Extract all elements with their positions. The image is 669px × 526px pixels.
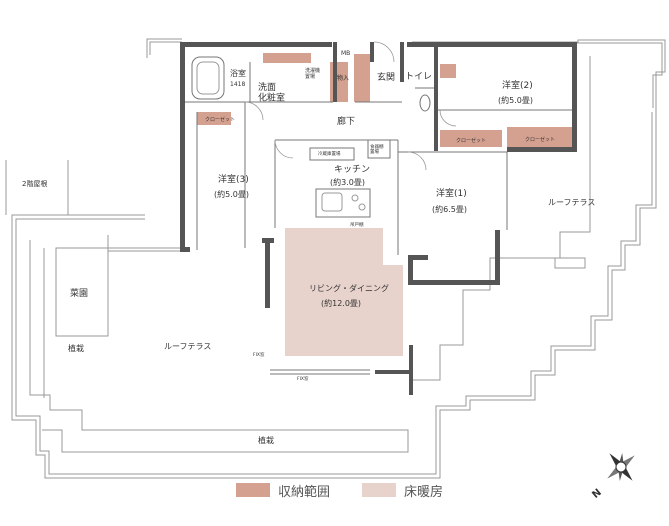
closet-label-room2: クローゼット	[525, 136, 555, 143]
interior-lines	[185, 62, 572, 375]
cabinet-label: 吊戸棚	[350, 221, 364, 228]
legend-storage-label: 収納範囲	[278, 484, 331, 500]
sash-label-bottom: FIX窓	[297, 375, 309, 382]
legend-floor-heating-label: 床暖房	[404, 484, 444, 500]
closet-label-room1: クローゼット	[456, 137, 486, 144]
legend-storage-swatch	[236, 483, 270, 497]
legend-floor-heating-swatch	[362, 483, 396, 497]
floor-heating-area	[285, 228, 383, 356]
vegetable-garden-label: 菜園	[70, 287, 88, 299]
washroom-label: 洗面化粧室	[258, 81, 285, 103]
bathtub-inner	[196, 61, 220, 95]
room3-size: (約5.0畳)	[214, 189, 249, 199]
terrace-step	[554, 257, 586, 269]
terrace-inner	[29, 56, 591, 398]
second-floor-roof-label: 2階屋根	[22, 179, 47, 188]
planting-bottom-label: 植栽	[258, 435, 274, 445]
toilet-label: トイレ	[405, 72, 432, 82]
floor-heating-area-ext	[383, 265, 403, 356]
sink-icon	[321, 192, 343, 212]
toilet-icon	[419, 94, 431, 112]
sash-label-left: FIX窓	[253, 351, 265, 358]
bath-label: 浴室	[230, 68, 246, 78]
walls	[180, 42, 577, 395]
compass-north-label: N	[590, 487, 603, 501]
stove-icon	[351, 194, 359, 202]
hallway-label: 廊下	[337, 115, 355, 127]
pantry-label: 冷蔵庫置場	[318, 150, 341, 157]
second-floor-roof	[5, 160, 69, 215]
living-size: (約12.0畳)	[321, 298, 361, 308]
kitchen-size: (約3.0畳)	[330, 177, 365, 187]
shoe-closet-label: 物入	[337, 74, 349, 82]
closet-label-room3: クローゼット	[205, 116, 235, 123]
vegetable-garden	[55, 247, 109, 337]
room1-label: 洋室(1)	[436, 187, 467, 199]
storage-shelf	[367, 139, 391, 159]
bath-size-label: 1418	[230, 81, 245, 88]
living-label: リビング・ダイニング	[309, 283, 389, 293]
roof-terrace-left-label: ルーフテラス	[164, 342, 211, 351]
roof-terrace-right-label: ルーフテラス	[548, 198, 595, 207]
storage-label: 食器棚置場	[370, 143, 384, 155]
room2-label: 洋室(2)	[502, 79, 533, 91]
compass-icon	[607, 453, 635, 481]
room2-size: (約5.0畳)	[498, 95, 533, 105]
pantry-shelf	[309, 147, 355, 161]
door-arcs	[244, 41, 457, 171]
laundry-label: 洗濯機置場	[305, 67, 320, 80]
room1-size: (約6.5畳)	[432, 204, 467, 214]
legend-storage: 収納範囲	[236, 481, 331, 500]
kitchen-label: キッチン	[334, 164, 370, 175]
room3-label: 洋室(3)	[218, 173, 249, 185]
mb-label: MB	[341, 50, 350, 57]
planting-left-label: 植栽	[68, 343, 84, 353]
legend-floor-heating: 床暖房	[362, 481, 444, 500]
stove-icon-2	[358, 203, 366, 211]
entrance-label: 玄関	[377, 71, 395, 83]
